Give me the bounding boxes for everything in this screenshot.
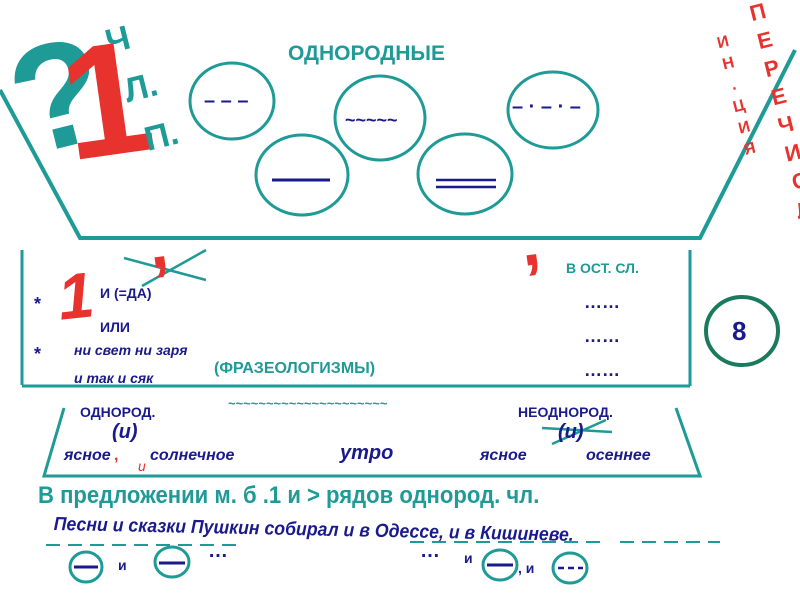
circle-mark-dash-dot: – · – · – (512, 96, 581, 118)
scheme-circle-1 (68, 550, 104, 584)
scheme-circle-4 (551, 551, 589, 585)
tilde-line: ~~~~~~~~~~~~~~~~~~~~~ (228, 396, 388, 411)
phrase-ni-svet: ни свет ни заря (74, 342, 188, 358)
phraseologisms-label: (ФРАЗЕОЛОГИЗМЫ) (214, 360, 376, 377)
big-number-one: 1 (54, 258, 98, 334)
number-badge: 8 (732, 316, 747, 346)
conj-i-paren-left: (и) (112, 421, 138, 443)
homogeneous-label: ОДНОРОД. (80, 404, 156, 420)
cross-right-2 (551, 418, 607, 446)
small-conj-i: и (138, 458, 146, 474)
circle-4 (254, 133, 350, 217)
heterogeneous-label: НЕОДНОРОД. (518, 404, 613, 420)
cross-line-1 (123, 256, 207, 282)
dots-2: …… (584, 326, 620, 346)
circle-3 (506, 70, 600, 150)
scheme-conj-i-2: и (464, 550, 473, 566)
word-solnechnoe: солнечное (150, 447, 235, 464)
scheme-conj-i-3: , и (518, 560, 535, 576)
scheme-circle-2 (153, 545, 191, 579)
number-badge-circle (704, 295, 780, 367)
circle-5 (416, 132, 514, 216)
circle-mark-dashes: – – – (204, 90, 249, 112)
word-osennee: осеннее (586, 447, 651, 464)
dots-3: …… (584, 360, 620, 380)
lower-trapezoid (41, 407, 703, 478)
cross-right-1 (541, 426, 613, 434)
scheme-conj-i-1: и (118, 557, 127, 573)
scheme-circle-3 (481, 548, 519, 582)
conj-i-paren-right: (и) (558, 421, 584, 443)
rule-statement: В предложении м. б .1 и > рядов однород.… (38, 482, 540, 509)
cross-line-2 (141, 248, 207, 288)
scheme-dots-1: … (208, 540, 228, 562)
conjunction-ili: ИЛИ (100, 319, 130, 335)
other-cases-label: В ОСТ. СЛ. (566, 260, 639, 276)
diagram-title: ОДНОРОДНЫЕ (288, 42, 445, 65)
red-comma: , (114, 447, 119, 464)
scheme-dots-2: … (420, 540, 440, 562)
conjunction-i-da: И (=ДА) (100, 285, 152, 301)
circle-mark-wavy: ~~~~~ (345, 110, 398, 130)
funnel-outline (0, 49, 797, 240)
word-yasnoe: ясное (64, 447, 111, 464)
asterisk-1: * (34, 294, 42, 314)
asterisk-2: * (34, 344, 42, 364)
word-utro: утро (340, 442, 394, 464)
phrase-i-tak: и так и сяк (74, 370, 154, 386)
word-yasnoe-2: ясное (480, 447, 527, 464)
circle-2 (333, 74, 427, 162)
circle-1 (188, 61, 276, 141)
dots-1: …… (584, 292, 620, 312)
